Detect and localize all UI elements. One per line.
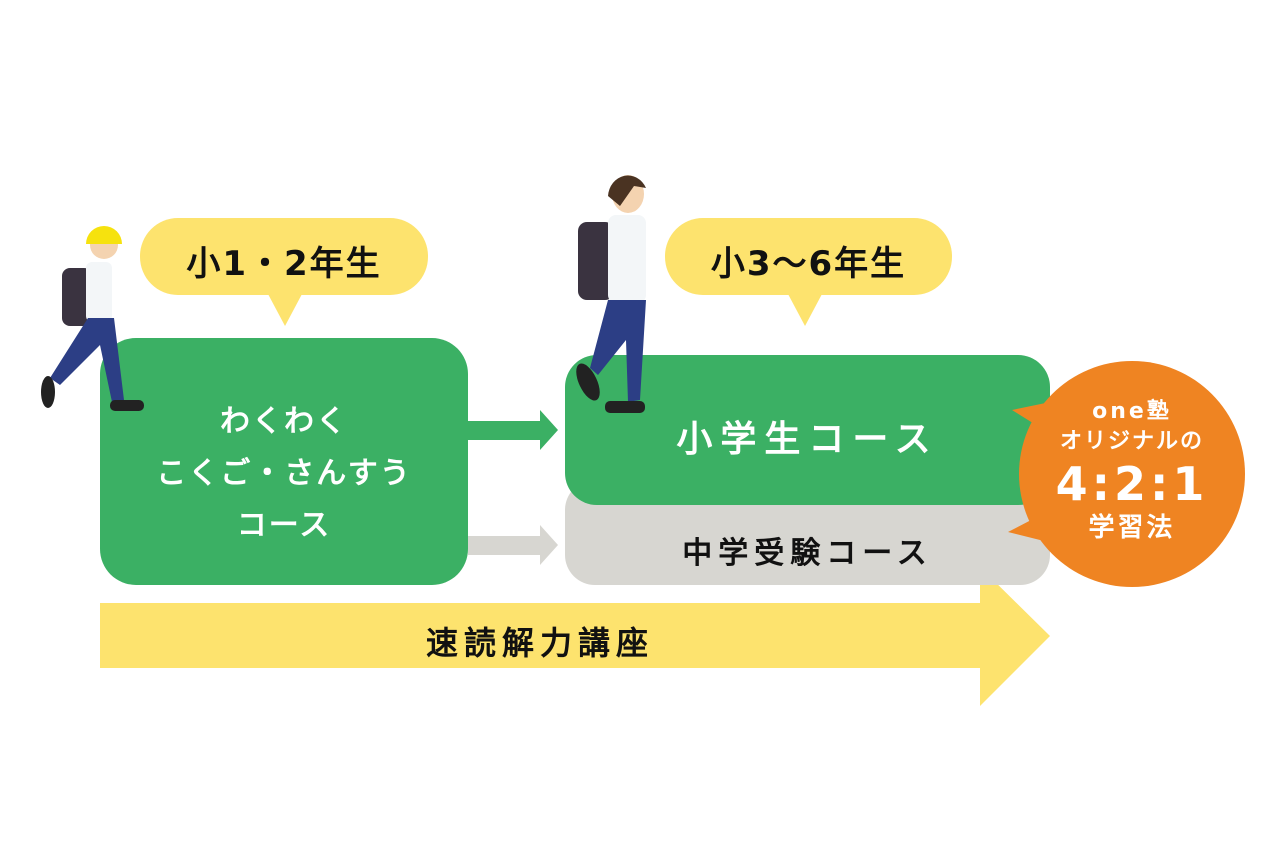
method-line-4: 学習法 <box>1088 513 1176 543</box>
badge-lower-label: 小1・2年生 <box>186 244 382 284</box>
sokudoku-course-label: 速読解力講座 <box>425 624 654 662</box>
badge-upper-label: 小3〜6年生 <box>710 244 907 284</box>
badge-upper-bubble <box>665 218 952 326</box>
green-arrow-icon <box>468 410 558 450</box>
wakuwaku-box <box>100 338 468 585</box>
child-upper-illustration <box>576 175 646 413</box>
wakuwaku-line-3: コース <box>236 508 332 543</box>
method-label: one塾 オリジナルの 4:2:1 学習法 <box>1019 397 1245 545</box>
juken-course-label: 中学受験コース <box>682 536 933 571</box>
method-line-2: オリジナルの <box>1059 429 1204 454</box>
sokudoku-arrow <box>100 567 1050 706</box>
elementary-box <box>565 355 1050 505</box>
child-lower-illustration <box>41 226 144 411</box>
method-ratio: 4:2:1 <box>1055 457 1209 511</box>
wakuwaku-course-label: わくわく こくご・さんすう コース <box>100 396 468 552</box>
gray-arrow-icon <box>468 525 558 565</box>
juken-box <box>565 480 1050 585</box>
wakuwaku-line-2: こくご・さんすう <box>156 456 412 491</box>
elementary-course-label: 小学生コース <box>676 419 939 460</box>
badge-lower-bubble <box>140 218 428 326</box>
method-bubble <box>1008 361 1245 587</box>
wakuwaku-line-1: わくわく <box>220 404 348 439</box>
method-line-1: one塾 <box>1092 399 1172 424</box>
